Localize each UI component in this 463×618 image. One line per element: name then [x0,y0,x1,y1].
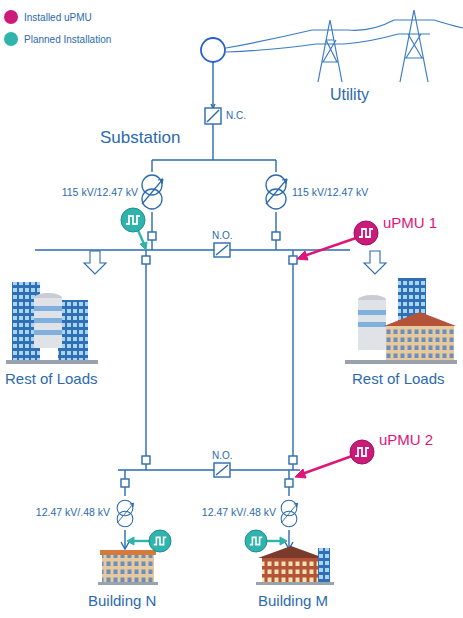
switch-state: N.O. [212,450,233,462]
device-label: uPMU 1 [383,214,437,231]
transformer-rating: 12.47 kV/.48 kV [202,506,276,518]
building-label: Building N [88,592,156,609]
transformer-rating: 115 kV/12.47 kV [292,186,368,198]
source-label: Utility [330,86,369,104]
transformer-rating: 12.47 kV/.48 kV [36,506,110,518]
load-label: Rest of Loads [352,370,445,387]
switch-state: N.O. [212,230,233,242]
switch-state: N.C. [226,110,246,122]
legend-text: Planned Installation [24,34,111,45]
legend-entry: Planned Installation [4,32,111,46]
legend-text: Installed uPMU [24,12,92,23]
legend-swatch [4,32,18,46]
station-label: Substation [100,128,180,148]
load-label: Rest of Loads [5,370,98,387]
legend-swatch [4,10,18,24]
legend-entry: Installed uPMU [4,10,92,24]
building-label: Building M [258,592,328,609]
device-label: uPMU 2 [379,431,433,448]
transformer-rating: 115 kV/12.47 kV [62,186,138,198]
